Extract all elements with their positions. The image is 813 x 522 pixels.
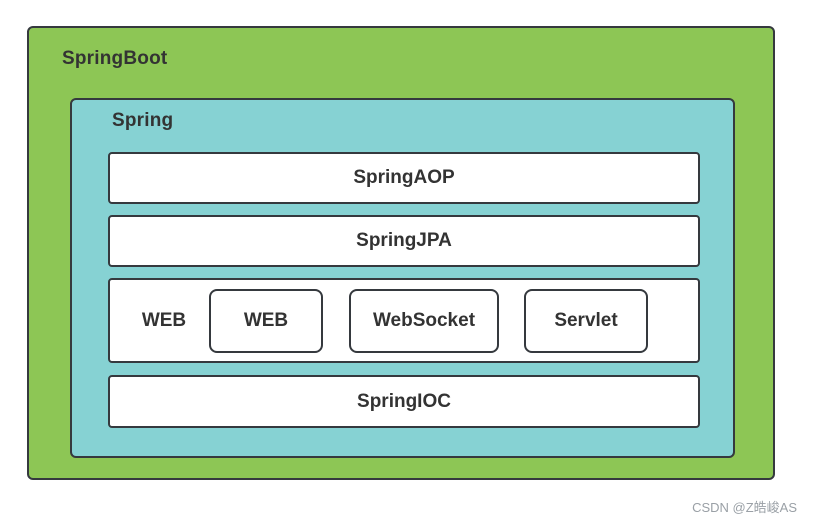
web-item-servlet: Servlet (524, 289, 648, 353)
web-row-container: WEB WEB WebSocket Servlet (108, 278, 700, 363)
web-item-websocket: WebSocket (349, 289, 499, 353)
spring-label: Spring (112, 110, 174, 131)
web-item-web: WEB (209, 289, 323, 353)
springboot-container: SpringBoot Spring SpringAOP SpringJPA WE… (27, 26, 775, 480)
spring-container: Spring SpringAOP SpringJPA WEB WEB WebSo… (70, 98, 735, 458)
layer-springioc: SpringIOC (108, 375, 700, 428)
springboot-label: SpringBoot (62, 48, 168, 69)
layer-springjpa: SpringJPA (108, 215, 700, 267)
web-row-label: WEB (141, 309, 187, 331)
watermark: CSDN @Z皓峻AS (692, 500, 797, 515)
layer-springaop: SpringAOP (108, 152, 700, 204)
